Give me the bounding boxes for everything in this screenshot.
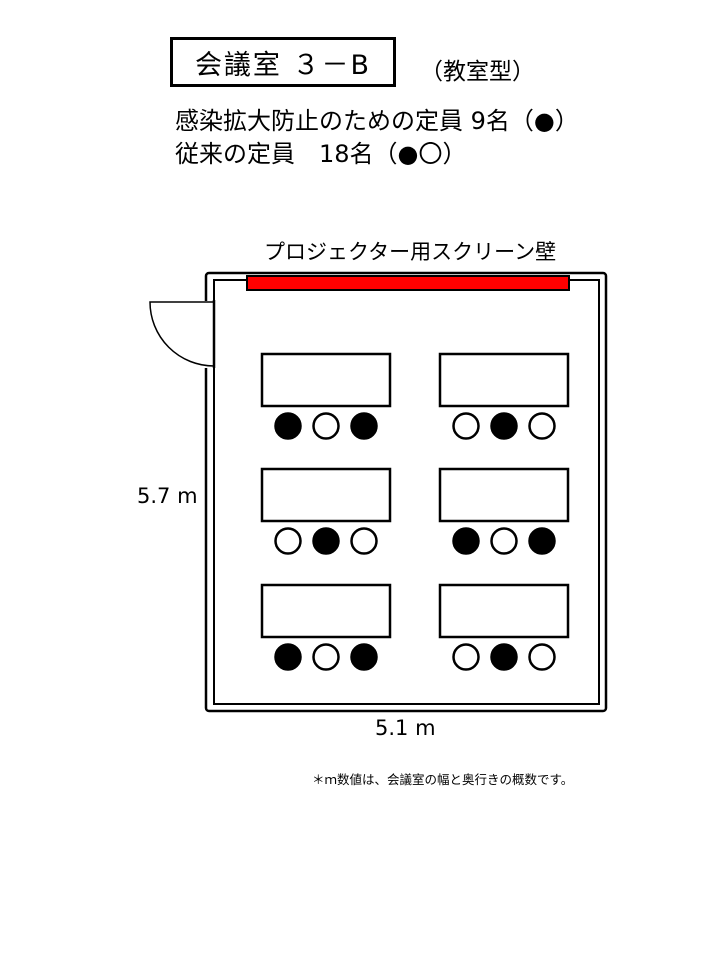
outer-wall: [204, 271, 608, 713]
door-opening: [203, 301, 218, 368]
seat-filled-icon: [452, 527, 480, 555]
room-width-label: 5.1 m: [375, 716, 436, 740]
seat-filled-icon: [350, 412, 378, 440]
desk: [260, 352, 392, 408]
desk: [260, 583, 392, 639]
seat-empty-icon: [350, 527, 378, 555]
seat-filled-icon: [490, 643, 518, 671]
room-name-box: 会議室 ３－B: [170, 37, 396, 87]
seat-filled-icon: [312, 527, 340, 555]
desk: [438, 583, 570, 639]
layout-type-label: （教室型）: [420, 59, 535, 85]
seat-empty-icon: [274, 527, 302, 555]
desk: [260, 467, 392, 523]
seat-empty-icon: [312, 412, 340, 440]
seat-filled-icon: [528, 527, 556, 555]
room-height-label: 5.7 m: [137, 484, 198, 508]
seat-empty-icon: [452, 643, 480, 671]
seat-empty-icon: [528, 412, 556, 440]
seat-filled-icon: [274, 643, 302, 671]
desk: [438, 467, 570, 523]
seat-filled-icon: [350, 643, 378, 671]
seat-empty-icon: [528, 643, 556, 671]
room-name: 会議室 ３－B: [194, 49, 372, 81]
covid-capacity-text: 感染拡大防止のための定員 9名（●）: [175, 107, 579, 135]
seat-empty-icon: [312, 643, 340, 671]
seat-filled-icon: [490, 412, 518, 440]
screen-wall-label: プロジェクター用スクリーン壁: [264, 240, 557, 264]
seat-empty-icon: [452, 412, 480, 440]
projector-screen: [246, 275, 570, 291]
normal-capacity-text: 従来の定員 18名（●〇）: [175, 140, 467, 168]
footnote-text: ＊ｍ数値は、会議室の幅と奥行きの概数です。: [312, 772, 574, 787]
desks-group: [260, 352, 570, 671]
seat-empty-icon: [490, 527, 518, 555]
seat-filled-icon: [274, 412, 302, 440]
door-icon: [149, 301, 215, 367]
desk: [438, 352, 570, 408]
